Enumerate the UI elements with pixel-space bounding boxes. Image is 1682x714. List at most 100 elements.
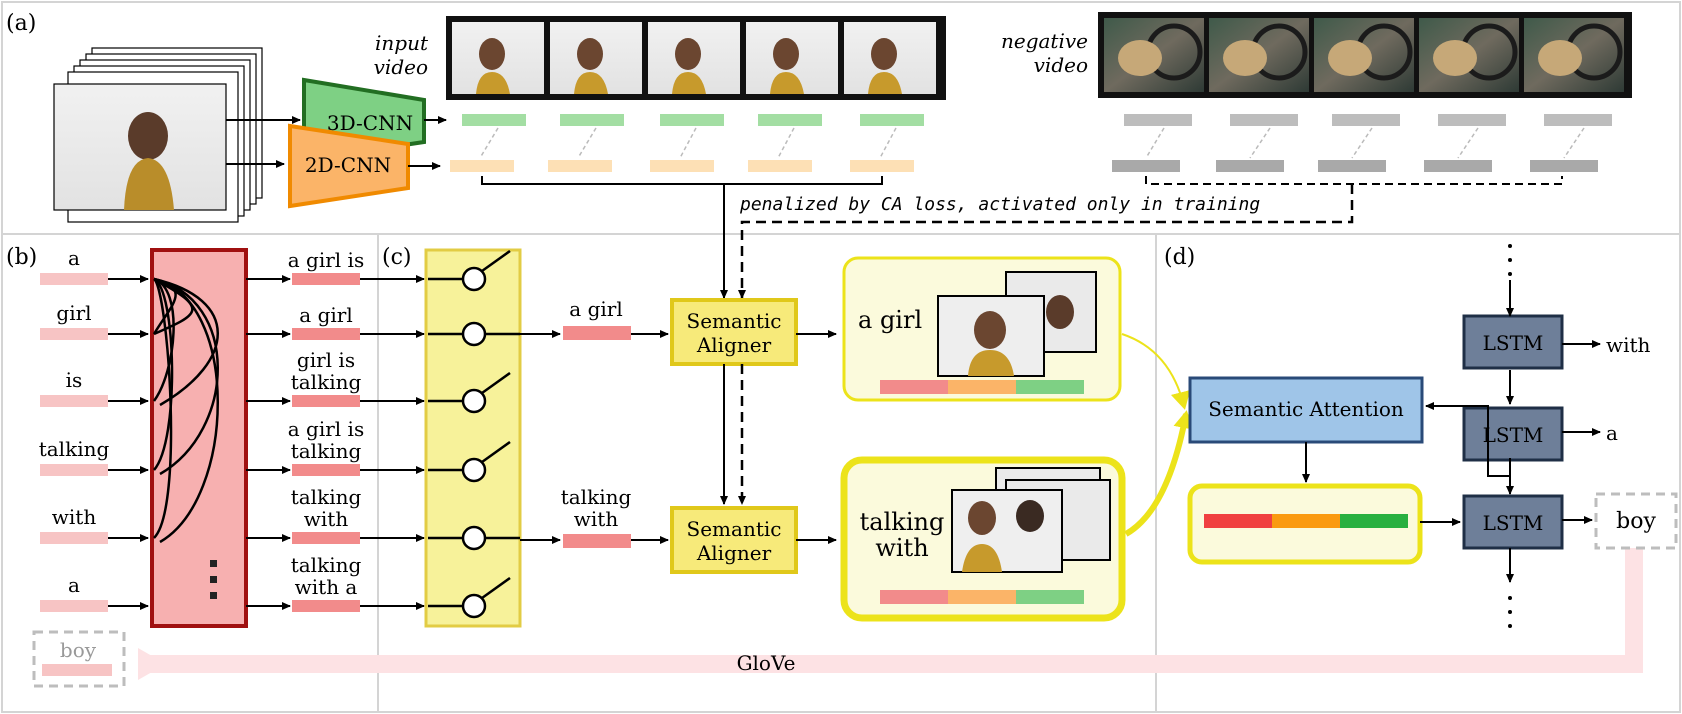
candidate-phrase-3-line-1: girl is bbox=[297, 348, 355, 372]
negative-feature-3d bbox=[1332, 114, 1400, 126]
candidate-phrase-5-line-2: with bbox=[304, 507, 349, 531]
input-feature-link bbox=[777, 127, 795, 159]
negative-feature-2d bbox=[1216, 160, 1284, 172]
arrow-negative-to-aligner bbox=[738, 184, 1354, 299]
input-word-1: a bbox=[68, 246, 80, 270]
semantic-attention-block bbox=[1188, 376, 1424, 444]
switch-pivot bbox=[461, 321, 487, 347]
cnn-2d-label: 2D-CNN bbox=[305, 153, 391, 177]
input-feature-3d bbox=[860, 114, 924, 126]
input-feature-2d bbox=[548, 160, 612, 172]
next-word-box bbox=[32, 630, 126, 688]
input-feature-link bbox=[479, 127, 499, 159]
input-frame-figure bbox=[675, 38, 701, 70]
lstm-cell-2 bbox=[1462, 406, 1564, 462]
output-word-2: a bbox=[1606, 421, 1618, 445]
input-feature-2d bbox=[748, 160, 812, 172]
input-feature-link bbox=[679, 127, 697, 159]
semantic-aligner-1-label-b: Aligner bbox=[696, 333, 772, 357]
negative-feature-2d bbox=[1424, 160, 1492, 172]
semantic-aligner-2-label-b: Aligner bbox=[696, 541, 772, 565]
input-feature-3d bbox=[660, 114, 724, 126]
candidate-phrase-5-line-1: talking bbox=[291, 485, 362, 509]
negative-feature-link bbox=[1563, 127, 1585, 159]
negative-feature-3d bbox=[1230, 114, 1298, 126]
switch-open bbox=[481, 249, 511, 273]
lstm-cell-1-label: LSTM bbox=[1483, 331, 1544, 355]
candidate-phrase-4-line-2: talking bbox=[291, 439, 362, 463]
word-embedding bbox=[40, 273, 108, 285]
negative-feature-link bbox=[1145, 127, 1165, 159]
encoder-curve bbox=[152, 277, 173, 539]
negative-feature-2d bbox=[1530, 160, 1598, 172]
glove-label: GloVe bbox=[737, 651, 796, 675]
input-feature-3d bbox=[462, 114, 526, 126]
glove-feedback-arrow bbox=[138, 548, 1643, 680]
lstm-cell-2-label: LSTM bbox=[1483, 423, 1544, 447]
candidate-phrase-2-line-1: a girl bbox=[299, 303, 352, 327]
lstm-ellipsis-top bbox=[1508, 244, 1512, 276]
panel-label-d: (d) bbox=[1164, 245, 1195, 270]
aligned-frames-1 bbox=[937, 271, 1097, 377]
candidate-phrase-1-line-1: a girl is bbox=[288, 248, 364, 272]
input-feature-3d bbox=[560, 114, 624, 126]
negative-video-strip bbox=[1098, 12, 1632, 98]
negative-feature-link bbox=[1457, 127, 1479, 159]
input-feature-2d bbox=[450, 160, 514, 172]
input-feature-link bbox=[879, 127, 897, 159]
semantic-attention-label: Semantic Attention bbox=[1208, 397, 1404, 421]
phrase-embedding bbox=[292, 328, 360, 340]
word-embedding bbox=[40, 464, 108, 476]
selected-phrase-2b: with bbox=[574, 507, 619, 531]
semantic-aligner-1 bbox=[670, 298, 798, 366]
ca-loss-note: penalized by CA loss, activated only in … bbox=[739, 194, 1260, 215]
negative-feature-2d bbox=[1318, 160, 1386, 172]
negative-feature-3d bbox=[1124, 114, 1192, 126]
word-embedding bbox=[40, 328, 108, 340]
phrase-selector-block bbox=[424, 248, 522, 628]
encoder-connections bbox=[152, 277, 219, 544]
input-frame-figure-body bbox=[476, 72, 510, 94]
panel-label-c: (c) bbox=[382, 245, 412, 270]
negative-feature-link bbox=[1351, 127, 1373, 159]
input-feature-bars bbox=[450, 114, 924, 172]
phrase-embedding bbox=[292, 395, 360, 407]
candidate-phrase-4-line-1: a girl is bbox=[288, 417, 364, 441]
input-word-4: talking bbox=[39, 437, 110, 461]
negative-frame-dog bbox=[1538, 40, 1582, 76]
aligned-phrase-2a: talking bbox=[860, 508, 945, 536]
input-video-label-2: video bbox=[374, 55, 428, 79]
input-video-strip bbox=[446, 16, 946, 100]
lstm-ellipsis-bottom bbox=[1508, 596, 1512, 628]
ellipsis-dots bbox=[210, 560, 217, 599]
attended-feature-bar bbox=[1204, 514, 1408, 528]
negative-video-label-1: negative bbox=[1001, 29, 1088, 53]
switch-pivot bbox=[461, 593, 487, 619]
candidate-phrase-6-line-1: talking bbox=[291, 553, 362, 577]
switch-pivot bbox=[461, 525, 487, 551]
phrase-embedding bbox=[292, 532, 360, 544]
input-frame-figure-body bbox=[574, 72, 608, 94]
aligned-feature-bar-2 bbox=[880, 590, 1084, 604]
encoder-curve bbox=[153, 277, 219, 544]
negative-frame-dog bbox=[1328, 40, 1372, 76]
negative-feature-link bbox=[1249, 127, 1271, 159]
input-frame-figure bbox=[577, 38, 603, 70]
output-word-3-box bbox=[1594, 492, 1678, 550]
input-frame-figure-body bbox=[770, 72, 804, 94]
negative-feature-bars bbox=[1112, 114, 1612, 172]
input-feature-2d bbox=[650, 160, 714, 172]
phrase-embedding bbox=[292, 464, 360, 476]
negative-feature-3d bbox=[1438, 114, 1506, 126]
negative-feature-3d bbox=[1544, 114, 1612, 126]
panel-label-b: (b) bbox=[6, 245, 37, 270]
encoder-curve bbox=[153, 277, 219, 407]
switch-pivot bbox=[461, 266, 487, 292]
negative-frame-dog bbox=[1118, 40, 1162, 76]
input-feature-link bbox=[577, 127, 597, 159]
switch-open bbox=[481, 440, 511, 464]
input-word-5: with bbox=[52, 505, 97, 529]
encoder-curve bbox=[153, 277, 174, 471]
semantic-aligner-1-label-a: Semantic bbox=[687, 309, 782, 333]
input-word-2: girl bbox=[56, 301, 91, 325]
